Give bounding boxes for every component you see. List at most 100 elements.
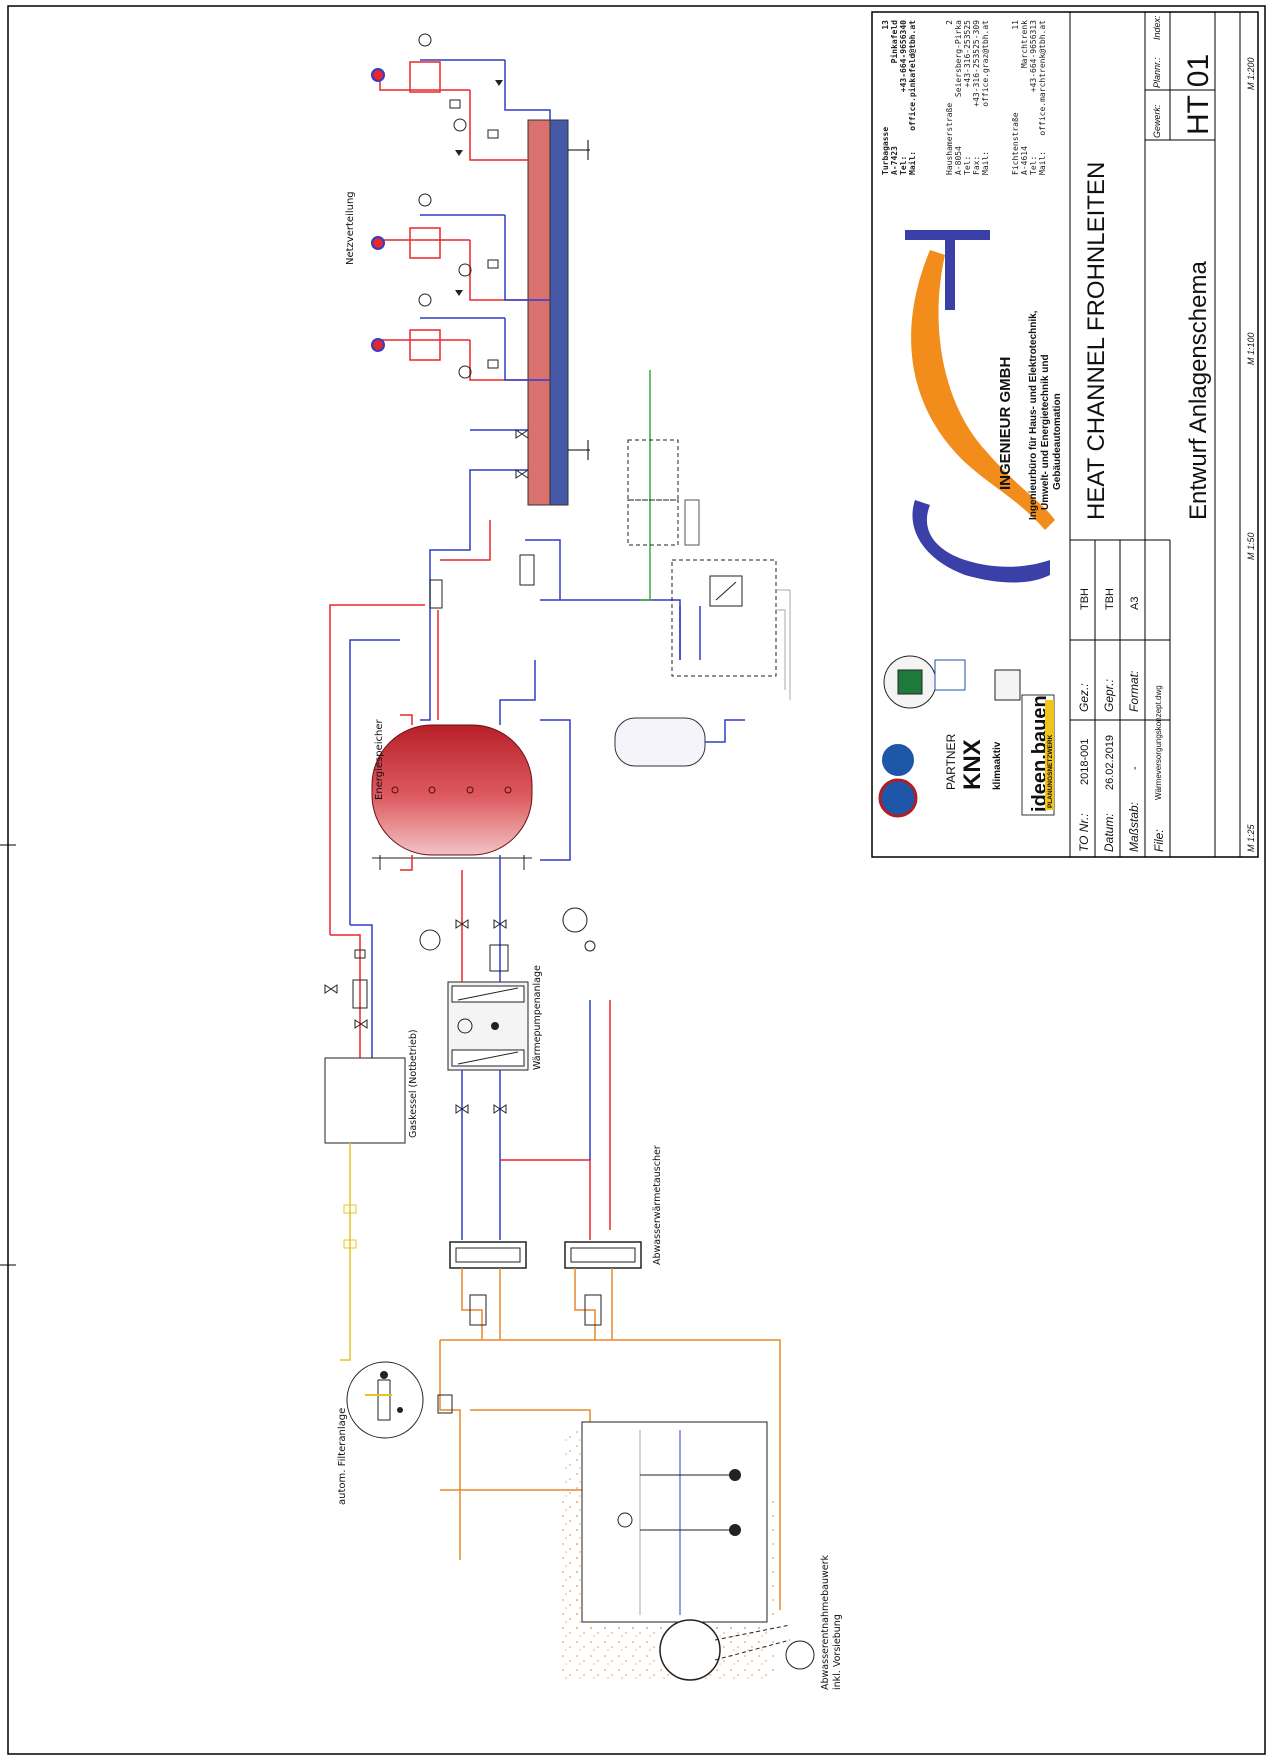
- svg-text:+43-316-253525: +43-316-253525: [963, 20, 972, 88]
- tb-plan-code: HT 01: [1182, 54, 1215, 135]
- svg-text:A-8054: A-8054: [954, 146, 963, 175]
- office-pinkafeld: Turbagasse 13 A-7423 Pinkafeld Tel: +43-…: [881, 20, 917, 175]
- seal-logo-1: [878, 778, 918, 818]
- svg-text:+43-316-253525-309: +43-316-253525-309: [972, 20, 981, 107]
- control-panel-dashed: [671, 559, 777, 677]
- hydraulic-diagram: Netzverteilung Energi: [324, 33, 843, 1690]
- svg-text:A-4614: A-4614: [1020, 146, 1029, 175]
- logo-knx: KNX: [959, 739, 986, 790]
- tb-gepr-value: TBH: [1104, 588, 1116, 610]
- wastewater-intake-structure: [560, 1421, 815, 1681]
- svg-text:office.graz@tbh.at: office.graz@tbh.at: [981, 20, 990, 107]
- svg-text:+43-664-9656313: +43-664-9656313: [1029, 20, 1038, 92]
- tb-gewerk-label: Gewerk:: [1152, 104, 1162, 138]
- label-entnahme-1: Abwasserentnahmebauwerk: [820, 1554, 831, 1690]
- header-supply-bar: [527, 119, 551, 506]
- svg-text:Tel:: Tel:: [1029, 156, 1038, 175]
- svg-text:Pinkafeld: Pinkafeld: [889, 20, 899, 64]
- svg-text:office.pinkafeld@tbh.at: office.pinkafeld@tbh.at: [907, 20, 917, 131]
- wastewater-heat-exchanger-2: [564, 1241, 642, 1269]
- svg-text:M 1:50: M 1:50: [1246, 532, 1256, 560]
- svg-text:+43-664-9656340: +43-664-9656340: [899, 20, 908, 92]
- svg-text:Marchtrenk: Marchtrenk: [1020, 20, 1029, 68]
- logo-partner: PARTNER: [944, 733, 958, 790]
- sheet-frame: [7, 5, 1266, 1755]
- title-block-frame: [871, 11, 1259, 858]
- label-filteranlage: autom. Filteranlage: [337, 1408, 348, 1505]
- tb-file-value: Wärmeversorgungskonzept.dwg: [1154, 685, 1163, 800]
- potable-water-line: [640, 370, 651, 601]
- tb-file-label: File:: [1152, 829, 1166, 852]
- auto-filter-unit: [346, 1361, 453, 1439]
- svg-text:Mail:: Mail:: [1038, 151, 1047, 175]
- tb-gez-value: TBH: [1079, 588, 1091, 610]
- svg-text:office.marchtrenk@tbh.at: office.marchtrenk@tbh.at: [1038, 20, 1047, 136]
- company-desc-1: Ingenieurbüro für Haus- und Elektrotechn…: [1028, 310, 1039, 520]
- tb-gepr-label: Gepr.:: [1102, 679, 1116, 712]
- tb-plannr-label: Plannr.:: [1152, 57, 1162, 88]
- tb-to-label: TO Nr.:: [1077, 813, 1091, 852]
- pump-icon: [371, 68, 385, 82]
- label-waermepumpe: Wärmepumpenanlage: [532, 965, 543, 1070]
- svg-text:Tel:: Tel:: [963, 156, 972, 175]
- title-grid: [1069, 12, 1241, 857]
- label-gaskessel: Gaskessel (Notbetrieb): [408, 1029, 419, 1138]
- distribution-header: [527, 119, 590, 506]
- svg-text:Mail:: Mail:: [981, 151, 990, 175]
- svg-text:Turbagasse: Turbagasse: [881, 127, 890, 175]
- tb-to-value: 2018-001: [1079, 739, 1091, 786]
- svg-text:Fichtenstraße: Fichtenstraße: [1011, 112, 1020, 175]
- seal-logo-2: [880, 742, 916, 778]
- logo-column: PARTNER KNX klimaaktiv ideen.bauen PLANU…: [878, 655, 1055, 818]
- label-abwasser-wt: Abwasserwärmetauscher: [652, 1145, 663, 1265]
- svg-text:Seiersberg-Pirka: Seiersberg-Pirka: [954, 20, 963, 97]
- energy-storage-tank: [371, 660, 571, 900]
- tb-project-title: HEAT CHANNEL FROHNLEITEN: [1083, 162, 1110, 520]
- svg-text:M 1:200: M 1:200: [1246, 57, 1256, 90]
- heating-circuit-2: [371, 193, 550, 301]
- expansion-vessel: [614, 717, 745, 767]
- scale-bar-row: M 1:25 M 1:50 M 1:100 M 1:200: [1246, 57, 1256, 852]
- svg-text:Haushamerstraße: Haushamerstraße: [945, 103, 954, 175]
- tb-index-label: Index:: [1152, 15, 1162, 40]
- office-marchtrenk: Fichtenstraße 11 A-4614 Marchtrenk Tel: …: [1011, 20, 1047, 175]
- label-netzverteilung: Netzverteilung: [345, 191, 356, 265]
- svg-text:11: 11: [1011, 20, 1020, 30]
- svg-text:M 1:100: M 1:100: [1246, 332, 1256, 365]
- svg-text:M 1:25: M 1:25: [1246, 823, 1256, 852]
- header-return-bar: [549, 119, 569, 506]
- label-energiespeicher: Energiespeicher: [374, 719, 385, 800]
- heat-pump-unit: [447, 981, 529, 1071]
- heating-circuit-3: [371, 293, 550, 381]
- gas-line: [340, 1143, 351, 1361]
- svg-text:2: 2: [945, 20, 954, 25]
- svg-text:13: 13: [881, 20, 890, 30]
- heating-circuit-1: [371, 33, 551, 161]
- tb-massstab-label: Maßstab:: [1127, 802, 1141, 852]
- svg-text:Fax:: Fax:: [972, 156, 981, 175]
- tbh-logo: [905, 230, 1055, 583]
- wastewater-heat-exchanger-1: [449, 1241, 527, 1269]
- company-name: INGENIEUR GMBH: [997, 357, 1014, 490]
- company-desc-2: Umwelt- und Energietechnik und: [1040, 354, 1051, 510]
- tb-drawing-title: Entwurf Anlagenschema: [1185, 261, 1212, 520]
- company-desc-3: Gebäudeautomation: [1052, 393, 1063, 490]
- storage-tank-body: [371, 724, 533, 856]
- tb-massstab-value: -: [1129, 766, 1141, 770]
- svg-text:Mail:: Mail:: [907, 151, 917, 175]
- tb-format-value: A3: [1129, 597, 1141, 610]
- svg-text:A-7423: A-7423: [890, 146, 899, 175]
- gas-boiler: [324, 1057, 406, 1144]
- logo-ideen-sub: PLANUNGSNETZWERK: [1047, 734, 1054, 808]
- tb-format-label: Format:: [1127, 671, 1141, 712]
- svg-text:Tel:: Tel:: [899, 156, 908, 175]
- tb-datum-label: Datum:: [1102, 813, 1116, 852]
- label-entnahme-2: inkl. Vorsiebung: [832, 1614, 843, 1690]
- logo-klimaaktiv: klimaaktiv: [992, 741, 1003, 790]
- pump-icon: [371, 236, 385, 250]
- tb-datum-value: 26.02.2019: [1104, 735, 1116, 790]
- tb-gez-label: Gez.:: [1077, 683, 1091, 712]
- pump-icon: [371, 338, 385, 352]
- office-graz: Haushamerstraße 2 A-8054 Seiersberg-Pirk…: [945, 20, 990, 175]
